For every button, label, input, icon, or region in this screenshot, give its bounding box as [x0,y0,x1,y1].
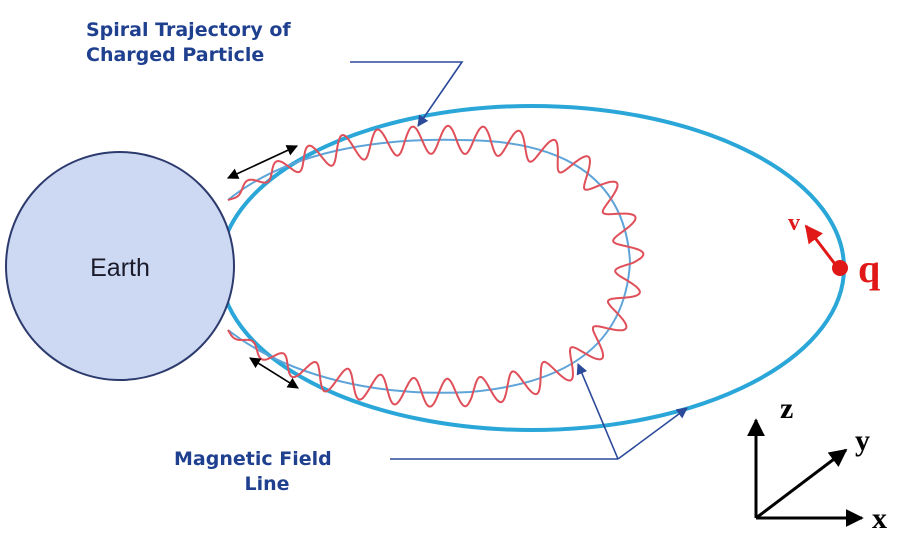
field-pointer-inner [576,362,619,460]
earth-globe [5,151,235,381]
spiral-label-line2: Charged Particle [86,44,264,66]
axis-z-label: z [780,392,793,425]
bounce-arrow-bottom [249,357,299,389]
earth-label: Earth [90,254,150,282]
spiral-label-pointer [350,61,464,127]
bounce-arrow-top [226,145,299,179]
velocity-label: v [788,210,800,236]
field-pointer-outer [617,407,688,460]
axis-x-label: x [872,502,887,535]
axis-y-label: y [855,424,870,457]
spiral-label-line1: Spiral Trajectory of [86,19,291,41]
axis-y-line [755,448,848,520]
charge-label: q [858,246,880,291]
field-label-line2: Line [244,473,289,495]
charge-particle [832,260,848,276]
field-label-line1: Magnetic Field [174,448,332,470]
spiral-trajectory [227,124,645,408]
velocity-arrow [804,224,840,269]
